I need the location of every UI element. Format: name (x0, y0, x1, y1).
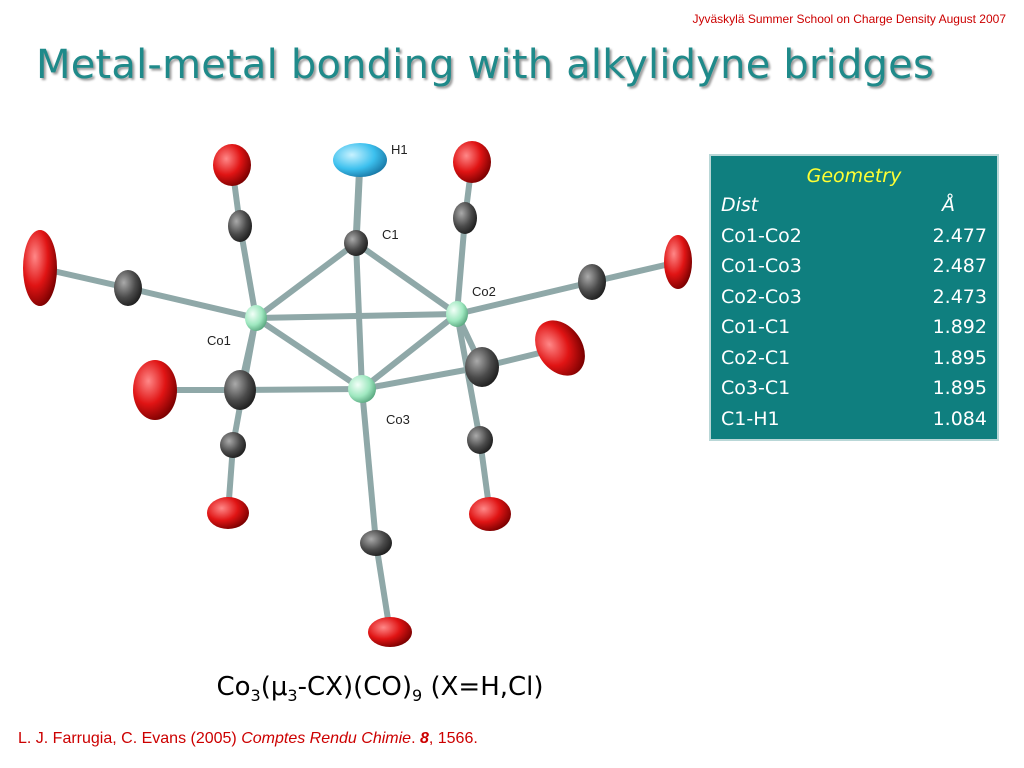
bond-co3-c (359, 364, 485, 392)
table-row: Co2-Co3 2.473 (721, 282, 987, 313)
carbon-atom (578, 264, 606, 300)
oxygen-atom (469, 497, 511, 531)
slide-title: Metal-metal bonding with alkylidyne brid… (36, 42, 934, 88)
h1-label: H1 (391, 142, 408, 157)
oxygen-atom (207, 497, 249, 529)
table-row: Co1-Co2 2.477 (721, 221, 987, 252)
formula-subscript: 3 (287, 686, 298, 706)
molecular-formula: Co3(μ3-CX)(CO)9 (X=H,Cl) (0, 672, 760, 705)
formula-part: -CX)(CO) (297, 672, 412, 702)
oxygen-atom (664, 235, 692, 289)
table-row: Co1-Co3 2.487 (721, 251, 987, 282)
row-value: 1.084 (932, 407, 987, 430)
row-value: 1.895 (932, 377, 987, 399)
geometry-table-title: Geometry (806, 165, 902, 187)
c1-atom (344, 230, 368, 256)
citation-authors: L. J. Farrugia, C. Evans (2005) (18, 730, 242, 747)
bond-c1-co3 (353, 240, 365, 392)
oxygen-atom (133, 360, 177, 420)
formula-part: (μ (260, 672, 288, 702)
oxygen-atom (453, 141, 491, 183)
row-value: 2.477 (932, 224, 987, 247)
row-label: Co2-Co3 (721, 285, 802, 308)
carbon-atom (224, 370, 256, 410)
h1-atom (333, 143, 387, 177)
geometry-table-header: Dist Å (721, 190, 987, 221)
carbon-atom (114, 270, 142, 306)
bond-c-o (589, 259, 681, 285)
row-value: 2.473 (932, 285, 987, 308)
carbon-atom (228, 210, 252, 242)
row-value: 1.895 (932, 346, 987, 369)
atom-labels: H1 C1 Co1 Co2 Co3 (207, 142, 496, 427)
co1-atom (245, 305, 267, 331)
header-note: Jyväskylä Summer School on Charge Densit… (692, 12, 1007, 26)
bond-co1-c (125, 285, 259, 321)
bond-co3-c (359, 386, 379, 546)
oxygen-atom (535, 320, 585, 376)
formula-part: Co (216, 672, 251, 702)
citation-journal: Comptes Rendu Chimie (241, 730, 412, 747)
row-label: Co3-C1 (721, 377, 791, 399)
oxygen-atom (368, 617, 412, 647)
bond-co2-co3 (359, 311, 460, 392)
carbon-atom (220, 432, 246, 458)
oxygen-atom (23, 230, 57, 306)
carbon-atom (453, 202, 477, 234)
table-row: Co2-C1 1.895 (721, 343, 987, 374)
header-label: Dist (721, 194, 759, 216)
citation-separator: . (411, 730, 420, 747)
table-row: C1-H1 1.084 (721, 404, 987, 435)
carbon-atom (465, 347, 499, 387)
carbon-atom (360, 530, 392, 556)
bond-co1-co3 (253, 315, 365, 392)
bond-co2-c (454, 279, 595, 317)
citation-pages: , 1566. (428, 730, 478, 747)
formula-subscript: 9 (412, 686, 423, 706)
bond-c1-co2 (353, 240, 460, 317)
geometry-table: Geometry Dist Å Co1-Co2 2.477 Co1-Co3 2.… (709, 154, 999, 441)
row-label: Co1-Co2 (721, 224, 802, 247)
co2-atom (446, 301, 468, 327)
table-row: Co1-C1 1.892 (721, 312, 987, 343)
molecule-diagram: H1 C1 Co1 Co2 Co3 (23, 141, 692, 647)
bond-co2-c (454, 215, 468, 317)
row-label: Co1-Co3 (721, 255, 802, 277)
row-label: Co2-C1 (721, 346, 791, 369)
carbon-atom (467, 426, 493, 454)
row-value: 2.487 (932, 255, 987, 277)
citation: L. J. Farrugia, C. Evans (2005) Comptes … (18, 730, 478, 748)
citation-volume: 8 (419, 730, 429, 747)
co3-atom (348, 375, 376, 403)
co3-label: Co3 (386, 412, 410, 427)
bond-co3-c (237, 386, 365, 393)
formula-subscript: 3 (250, 686, 261, 706)
row-label: Co1-C1 (721, 316, 791, 338)
oxygen-atom (213, 144, 251, 186)
co2-label: Co2 (472, 284, 496, 299)
formula-part: (X=H,Cl) (422, 672, 544, 702)
row-label: C1-H1 (721, 407, 780, 430)
atoms (23, 141, 692, 647)
row-value: 1.892 (932, 316, 987, 338)
table-row: Co3-C1 1.895 (721, 373, 987, 404)
bond-c1-co1 (253, 240, 359, 321)
header-unit: Å (942, 194, 955, 216)
co1-label: Co1 (207, 333, 231, 348)
c1-label: C1 (382, 227, 399, 242)
